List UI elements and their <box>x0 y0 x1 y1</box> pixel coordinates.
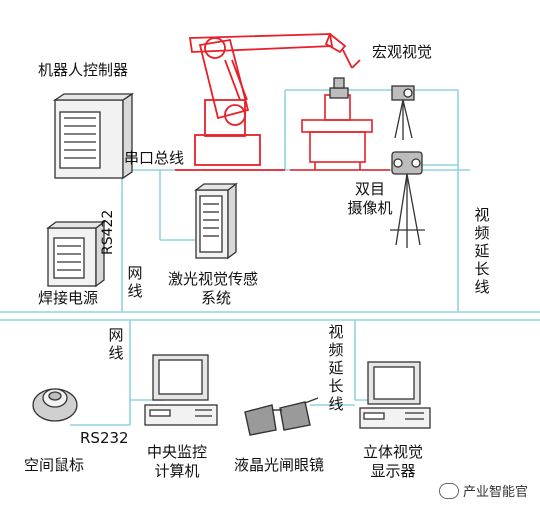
work-camera <box>329 77 349 99</box>
macro-vision-camera <box>391 85 415 140</box>
label-robot-controller: 机器人控制器 <box>38 61 129 79</box>
label-dual-camera-1: 双目 <box>354 180 385 198</box>
label-stereo-1: 立体视觉 <box>362 443 423 461</box>
label-lcd-glasses: 液晶光闸眼镜 <box>234 456 325 474</box>
watermark: 产业智能官 <box>438 481 528 500</box>
robot-controller-device <box>52 92 135 180</box>
label-laser-1: 激光视觉传感 <box>168 270 259 288</box>
label-serial-bus: 串口总线 <box>124 149 185 167</box>
welding-power-device <box>46 220 106 288</box>
dual-camera-device <box>390 151 425 248</box>
watermark-text: 产业智能官 <box>462 485 528 500</box>
laser-vision-cabinet <box>194 182 238 260</box>
label-laser-2: 系统 <box>200 289 231 307</box>
stereo-display-device <box>359 361 431 429</box>
label-central-1: 中央监控 <box>146 443 207 461</box>
lcd-glasses-device <box>244 397 319 436</box>
label-welding-power: 焊接电源 <box>38 289 99 307</box>
label-space-mouse: 空间鼠标 <box>24 456 85 474</box>
label-macro-vision: 宏观视觉 <box>372 43 433 61</box>
label-network-upper: 网线 <box>127 264 143 300</box>
work-table <box>290 94 390 171</box>
label-rs232: RS232 <box>80 429 129 447</box>
label-rs422: RS422 <box>100 209 116 255</box>
label-network-lower: 网线 <box>108 326 124 362</box>
space-mouse-device <box>32 388 78 422</box>
label-stereo-2: 显示器 <box>370 462 416 480</box>
label-video-ext-mid: 视频延长线 <box>328 323 344 413</box>
label-video-ext-right: 视频延长线 <box>474 206 490 296</box>
welding-robot-arm <box>175 32 361 171</box>
label-dual-camera-2: 摄像机 <box>347 199 393 217</box>
wechat-icon <box>438 482 459 499</box>
label-central-2: 计算机 <box>154 462 200 480</box>
central-computer-device <box>144 354 218 426</box>
